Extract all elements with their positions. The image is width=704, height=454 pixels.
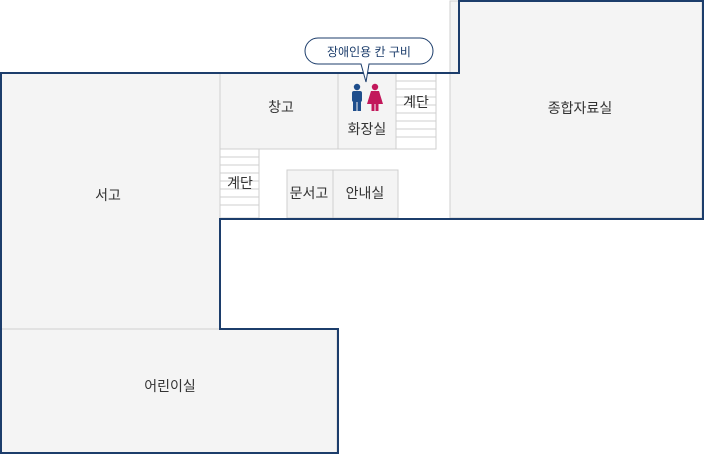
label-storage: 창고	[268, 99, 294, 115]
room-stacks[interactable]	[0, 72, 221, 330]
callout-text: 장애인용 칸 구비	[327, 45, 411, 59]
label-document-stacks: 문서고	[290, 185, 329, 201]
stairs-upper	[395, 72, 437, 150]
label-general-materials: 종합자료실	[548, 100, 612, 116]
label-stairs-left: 계단	[227, 175, 253, 191]
label-stacks: 서고	[95, 187, 121, 203]
label-information: 안내실	[346, 185, 385, 201]
room-information[interactable]	[332, 169, 399, 219]
male-restroom-icon	[352, 83, 362, 111]
stairs-left	[219, 148, 260, 219]
label-restroom: 화장실	[348, 121, 387, 137]
room-children[interactable]	[0, 328, 338, 454]
label-children: 어린이실	[144, 378, 196, 394]
label-stairs-upper: 계단	[403, 94, 429, 110]
accessibility-callout: 장애인용 칸 구비	[304, 37, 434, 83]
room-restroom[interactable]	[337, 72, 397, 150]
female-restroom-icon	[367, 83, 383, 111]
room-general-materials[interactable]	[449, 0, 703, 219]
